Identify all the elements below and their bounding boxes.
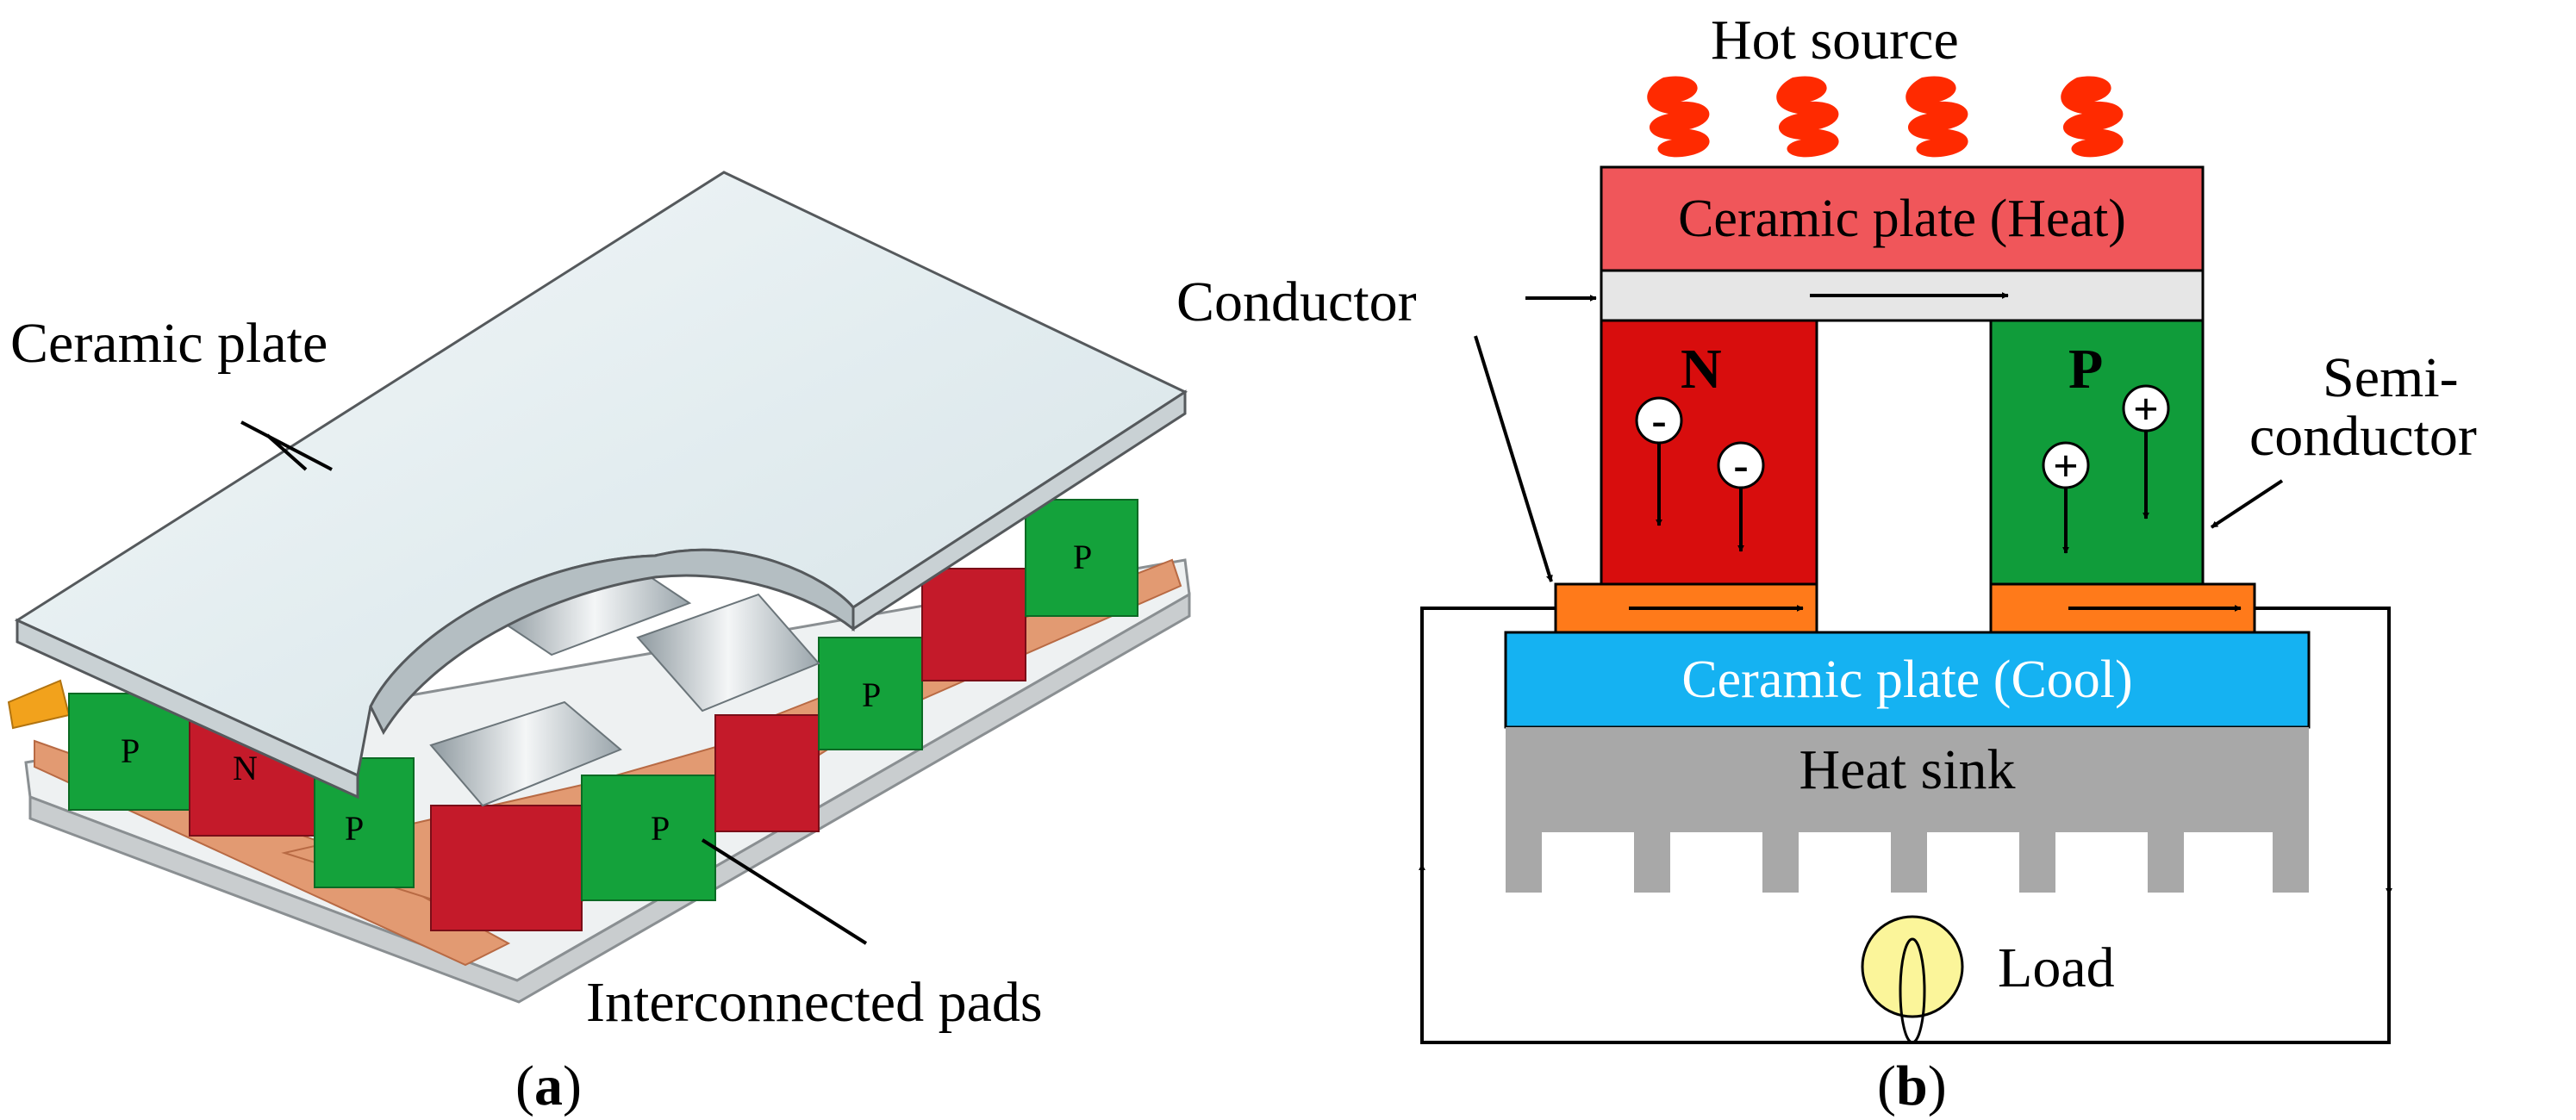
- block-mark: P: [651, 809, 670, 848]
- flame-icon: [1905, 76, 1968, 158]
- heat-sink-fin: [2273, 832, 2309, 893]
- plus-sign: +: [2053, 442, 2079, 491]
- hot-source-label: Hot source: [1711, 9, 1959, 72]
- ceramic-plate-leader: [265, 433, 308, 471]
- metal-strip: [636, 593, 820, 712]
- panel-a-illustration: P N P P P P: [7, 171, 1191, 1004]
- electron-icon: [1717, 441, 1765, 489]
- ceramic-plate-heat: [1600, 165, 2205, 272]
- heat-sink-fin: [2148, 832, 2184, 893]
- pads-leader: [701, 838, 868, 945]
- electron-icon: [1635, 396, 1683, 445]
- hole-charge: +: [2122, 384, 2170, 520]
- flame-icon: [1647, 76, 1710, 158]
- ceramic-plate-heat-label: Ceramic plate (Heat): [1678, 190, 2126, 248]
- plus-sign: +: [2133, 385, 2159, 434]
- ceramic-plate-cool: [1504, 631, 2311, 729]
- heat-sink-fin: [1762, 832, 1799, 893]
- heat-sink: [1506, 727, 2309, 893]
- heat-sink-base: [1506, 727, 2309, 832]
- heat-sink-fin: [1506, 832, 1542, 893]
- heat-sink-fin: [1634, 832, 1670, 893]
- minus-sign: -: [1733, 441, 1748, 490]
- n-leg-block: [430, 805, 583, 931]
- semiconductor-label-line2: conductor: [2249, 405, 2477, 468]
- block-mark: P: [862, 675, 881, 714]
- electron-charge: -: [1635, 396, 1683, 526]
- heat-sink-label: Heat sink: [1799, 738, 2015, 801]
- circuit-wire: [1420, 607, 2391, 1044]
- p-type-leg: [1989, 319, 2205, 586]
- interconnected-pads-label: Interconnected pads: [586, 971, 1043, 1034]
- load-bulb: [1861, 915, 1964, 1044]
- base-plate-edge: [28, 592, 1191, 1004]
- hot-source-flames: [1647, 76, 2124, 158]
- conductor-pointer-arrow: [1474, 335, 1553, 582]
- heat-sink-fin: [2019, 832, 2055, 893]
- flame-icon: [2061, 76, 2124, 158]
- plate-cutout-curve: [369, 548, 855, 736]
- ceramic-plate-leader: [240, 420, 333, 471]
- block-mark: P: [121, 731, 140, 770]
- minus-sign: -: [1651, 396, 1666, 445]
- semiconductor-arrow: [2210, 479, 2284, 529]
- n-leg-block: [921, 568, 1026, 681]
- flame-icon: [1776, 76, 1839, 158]
- n-type-leg: [1600, 319, 1818, 586]
- load-bulb-icon: [1861, 915, 1964, 1018]
- terminal-tab: [7, 679, 71, 730]
- p-leg-block: [818, 637, 923, 750]
- n-type-label: N: [1681, 338, 1722, 401]
- block-mark: P: [345, 809, 364, 848]
- heat-sink-fin: [1891, 832, 1927, 893]
- hole-icon: [2042, 441, 2090, 489]
- n-leg-block: [714, 714, 820, 832]
- ceramic-plate-cool-label: Ceramic plate (Cool): [1681, 650, 2132, 709]
- ceramic-plate-label: Ceramic plate: [10, 312, 327, 375]
- p-leg-block: [1025, 499, 1138, 617]
- conductor-label: Conductor: [1176, 271, 1417, 333]
- block-mark: N: [233, 749, 258, 787]
- p-leg-block: [581, 775, 716, 901]
- electron-charge: -: [1717, 441, 1765, 552]
- top-plate-edge: [16, 618, 359, 800]
- load-label: Load: [1998, 936, 2115, 999]
- caption-a: (a): [515, 1055, 582, 1117]
- p-type-label: P: [2068, 338, 2103, 401]
- caption-b: (b): [1877, 1055, 1947, 1117]
- filament-icon: [1899, 937, 1926, 1044]
- block-mark: P: [1073, 538, 1092, 576]
- metal-strip: [429, 700, 622, 807]
- semiconductor-label-line1: Semi-: [2323, 346, 2459, 409]
- hole-charge: +: [2042, 441, 2090, 554]
